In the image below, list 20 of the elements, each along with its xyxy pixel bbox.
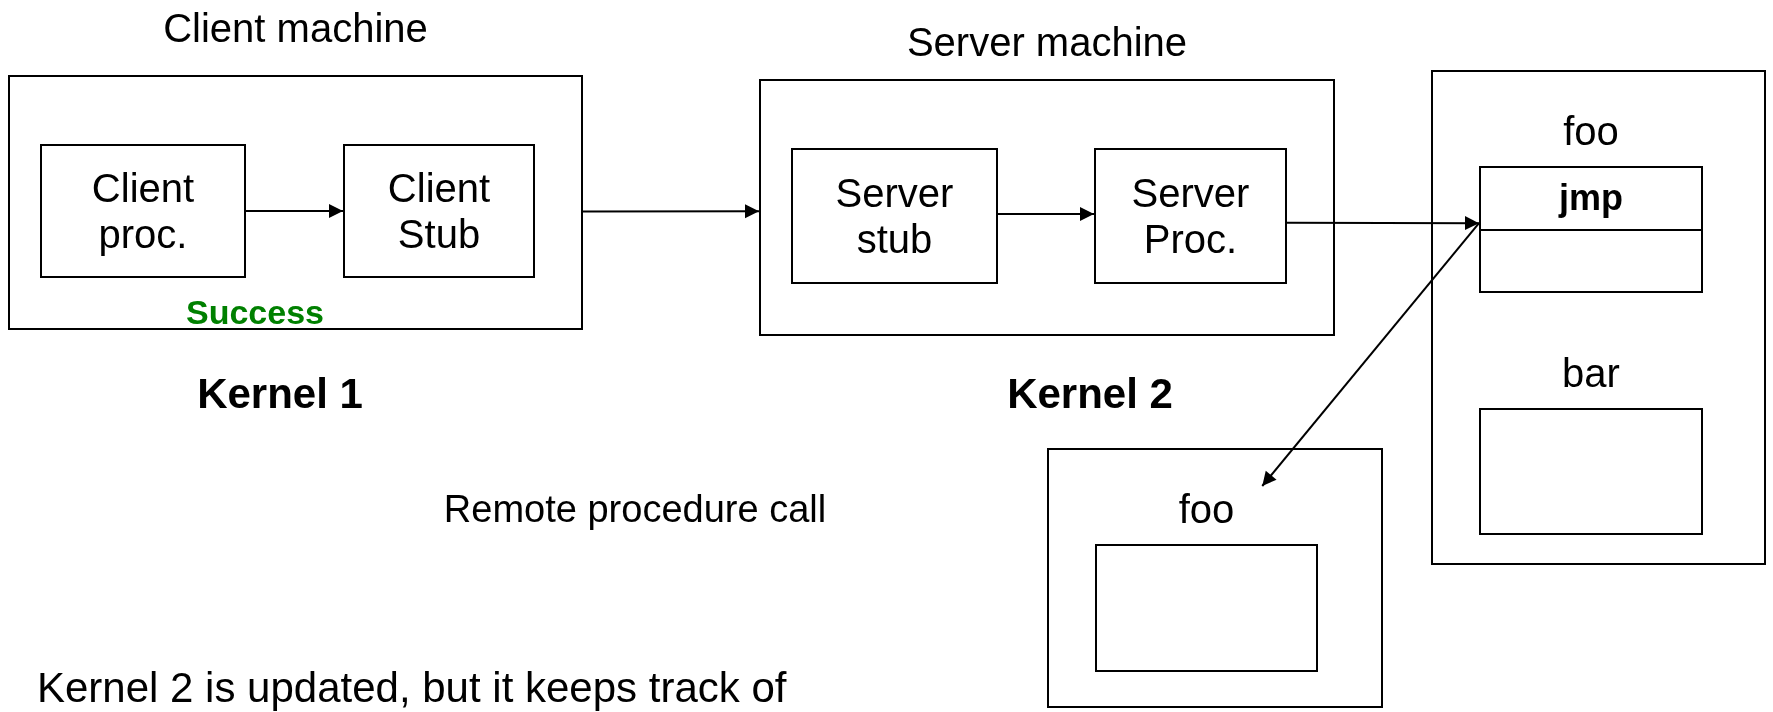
box-heading: bar bbox=[1562, 351, 1620, 395]
box-heading: Client machine bbox=[163, 6, 428, 50]
box-heading: foo bbox=[1178, 487, 1235, 531]
kernel-label: Kernel 2 bbox=[1006, 372, 1174, 416]
arrow bbox=[582, 204, 760, 219]
box-heading: Server machine bbox=[906, 20, 1188, 64]
arrow bbox=[1261, 222, 1480, 487]
instruction-text: jmp bbox=[1559, 177, 1623, 220]
box-label: Server stub bbox=[834, 170, 955, 262]
box-label: Server Proc. bbox=[1130, 170, 1251, 262]
box-label: Client Stub bbox=[386, 165, 492, 257]
box-heading: foo bbox=[1563, 109, 1619, 153]
arrow bbox=[1286, 216, 1480, 231]
status-text: Success bbox=[185, 292, 325, 333]
arrow bbox=[245, 204, 344, 218]
arrow bbox=[997, 206, 1095, 221]
caption-text: Remote procedure call bbox=[442, 487, 828, 531]
note-text: Kernel 2 is updated, but it keeps track of bbox=[37, 666, 788, 710]
box-label: Client proc. bbox=[90, 165, 196, 257]
kernel-label: Kernel 1 bbox=[196, 372, 364, 416]
